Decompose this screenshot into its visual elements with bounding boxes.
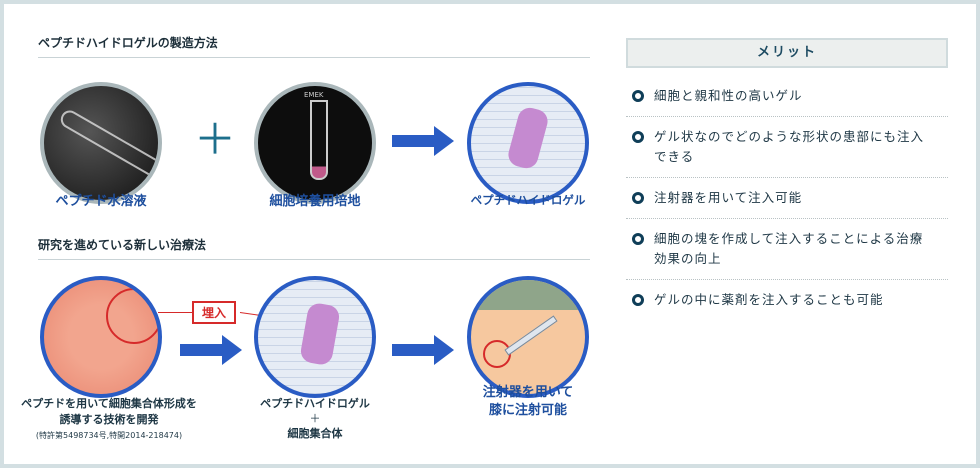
caption-line: ペプチドハイドロゲル [260, 397, 370, 410]
circle-bullet-icon [632, 192, 644, 204]
caption-line: ペプチドを用いて細胞集合体形成を [21, 397, 197, 410]
arrow-icon [392, 126, 454, 156]
merit-text: 細胞と親和性の高いゲル [654, 88, 803, 103]
arrow-icon [392, 335, 454, 365]
section-title-manufacturing: ペプチドハイドロゲルの製造方法 [38, 34, 590, 58]
cell-aggregate-image [40, 276, 162, 398]
merit-item: 注射器を用いて注入可能 [626, 178, 948, 219]
plus-icon: ＋ [194, 115, 237, 164]
merit-text: 注射器を用いて注入可能 [654, 190, 803, 205]
caption-line: 注射器を用いて [482, 385, 574, 400]
section-title-therapy: 研究を進めている新しい治療法 [38, 236, 590, 260]
patent-note: (特許第5498734号,特開2014-218474) [35, 431, 183, 440]
tube-label: EMEK [304, 91, 324, 99]
callout-implant: 埋入 [192, 301, 237, 324]
merit-panel: メリット 細胞と親和性の高いゲル ゲル状なのでどのような形状の患部にも注入できる… [626, 38, 948, 320]
peptide-solution-image [40, 82, 162, 204]
hydrogel-image [467, 82, 589, 204]
circle-bullet-icon [632, 294, 644, 306]
merit-item: ゲルの中に薬剤を注入することも可能 [626, 280, 948, 320]
plus-sign: ＋ [309, 412, 321, 425]
arrow-icon [180, 335, 242, 365]
caption-cell-aggregate: ペプチドを用いて細胞集合体形成を 誘導する技術を開発 (特許第5498734号,… [4, 396, 214, 444]
caption-peptide-solution: ペプチド水溶液 [55, 194, 147, 209]
culture-medium-image: EMEK [254, 82, 376, 204]
caption-hydrogel-aggregate: ペプチドハイドロゲル ＋ 細胞集合体 [240, 396, 390, 441]
merit-title: メリット [626, 38, 948, 68]
circle-bullet-icon [632, 233, 644, 245]
caption-hydrogel: ペプチドハイドロゲル [470, 193, 586, 207]
caption-line: 膝に注射可能 [488, 403, 567, 418]
merit-item: 細胞と親和性の高いゲル [626, 76, 948, 117]
circle-bullet-icon [632, 131, 644, 143]
merit-item: 細胞の塊を作成して注入することによる治療効果の向上 [626, 219, 948, 280]
caption-culture-medium: 細胞培養用培地 [269, 194, 361, 209]
caption-line: 細胞集合体 [287, 427, 343, 440]
caption-line: 誘導する技術を開発 [59, 413, 159, 426]
hydrogel-aggregate-image [254, 276, 376, 398]
circle-bullet-icon [632, 90, 644, 102]
merit-text: ゲルの中に薬剤を注入することも可能 [654, 292, 884, 307]
caption-knee-injection: 注射器を用いて 膝に注射可能 [450, 384, 606, 420]
merit-item: ゲル状なのでどのような形状の患部にも注入できる [626, 117, 948, 178]
merit-text: 細胞の塊を作成して注入することによる治療効果の向上 [654, 231, 924, 266]
knee-injection-image [467, 276, 589, 398]
merit-text: ゲル状なのでどのような形状の患部にも注入できる [654, 129, 925, 164]
